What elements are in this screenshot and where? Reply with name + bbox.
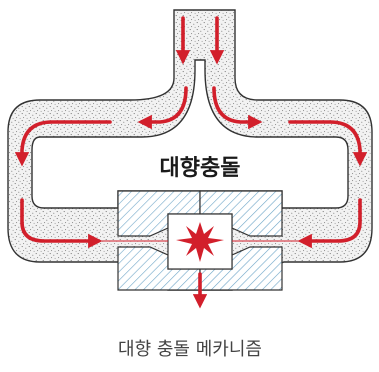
diagram-caption: 대향 충돌 메카니즘 bbox=[118, 339, 262, 360]
arrow-side-right bbox=[297, 198, 362, 249]
chamber-walls bbox=[117, 190, 283, 291]
arrow-top-right bbox=[288, 120, 368, 167]
flow-arrows bbox=[14, 16, 368, 309]
collision-burst-icon bbox=[176, 222, 224, 262]
arrow-top-left bbox=[14, 120, 112, 167]
arrow-side-left bbox=[20, 198, 103, 249]
channel-inner-void bbox=[31, 59, 349, 209]
center-label: 대향충돌 bbox=[160, 156, 241, 181]
arrow-split-right bbox=[212, 86, 263, 130]
arrow-split-left bbox=[137, 86, 188, 130]
